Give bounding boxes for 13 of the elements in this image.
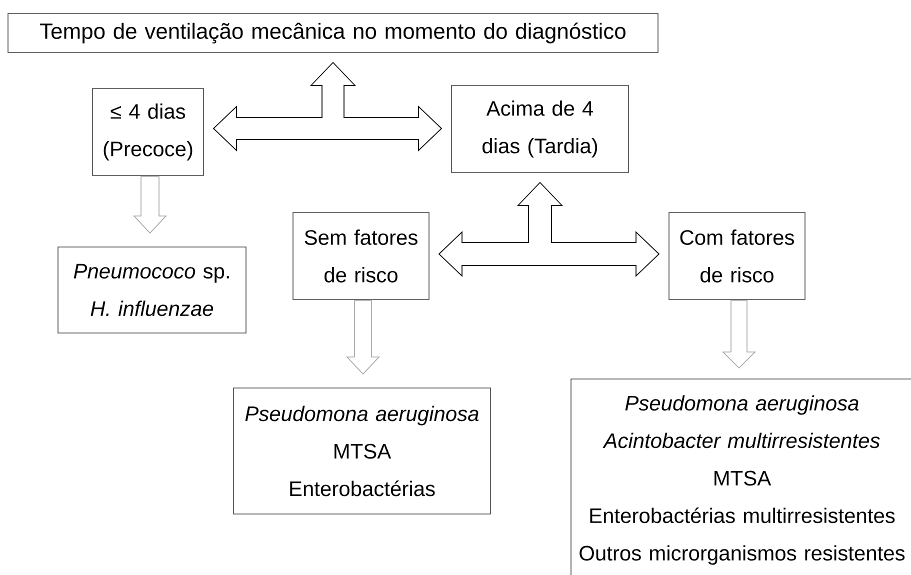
block-arrow bbox=[212, 62, 442, 152]
text-box: ≤ 4 dias (Precoce) bbox=[92, 88, 204, 176]
list-box: Pneumococo sp. H. influenzae bbox=[58, 246, 246, 334]
block-arrow bbox=[722, 300, 756, 369]
block-arrow bbox=[133, 176, 167, 234]
text-box: Sem fatores de risco bbox=[292, 212, 430, 300]
list-box: Pseudomona aeruginosa Acintobacter multirresistentes MTSA Enterobactérias multirresistentes Outros microrganismos resistentes bbox=[570, 378, 911, 575]
block-arrow bbox=[346, 300, 380, 375]
heading-box: Tempo de ventilação mecânica no momento do diagnóstico bbox=[8, 13, 658, 53]
list-box: Pseudomona aeruginosa MTSA Enterobactérias bbox=[233, 388, 491, 514]
text-box: Acima de 4 dias (Tardia) bbox=[451, 85, 629, 173]
block-arrow bbox=[438, 182, 660, 278]
text-box: Com fatores de risco bbox=[668, 212, 806, 300]
